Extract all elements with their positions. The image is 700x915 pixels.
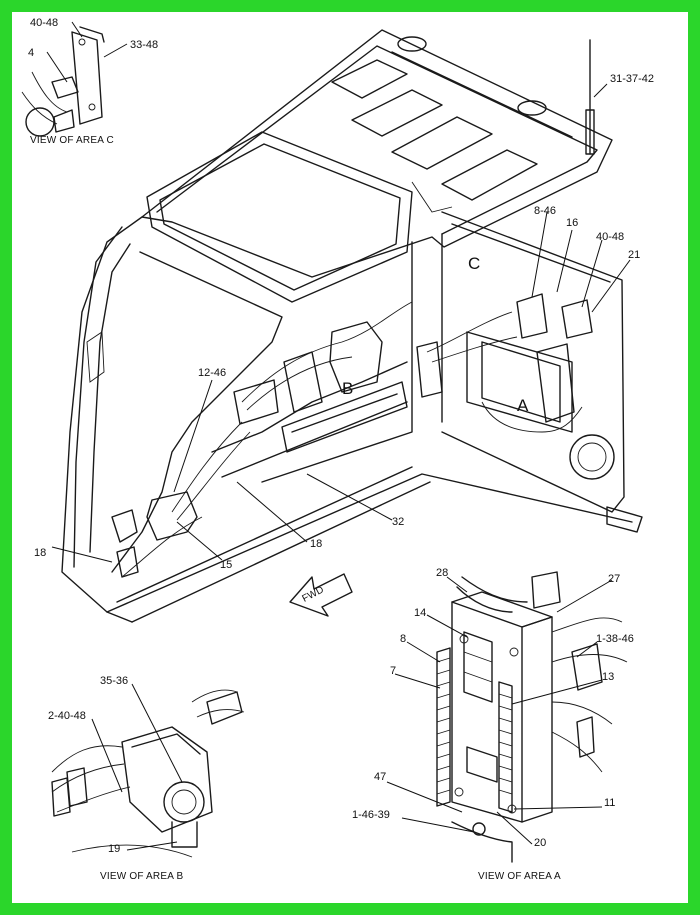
callout-8: 8 [400,633,407,645]
inset-area-b [51,689,245,858]
leader-lines [46,21,631,851]
caption-view-of-area-a: VIEW OF AREA A [478,871,561,882]
callout-2-40-48: 2-40-48 [48,710,86,722]
callout-40-48-top: 40-48 [30,17,59,29]
callout-8-46: 8-46 [534,205,557,217]
callout-31-37-42: 31-37-42 [610,73,655,85]
cab-wiring-illustration [21,21,643,863]
callout-32: 32 [392,516,405,528]
caption-view-of-area-b: VIEW OF AREA B [100,871,184,882]
inset-area-c [21,26,105,137]
callout-20: 20 [534,837,547,849]
callout-4: 4 [28,47,35,59]
area-a-electrical-box [416,293,593,433]
cab-rear-wall [106,211,643,623]
callout-40-48-right: 40-48 [596,231,625,243]
fwd-arrow [289,573,353,617]
area-letter-a: A [517,396,529,415]
callout-35-36: 35-36 [100,675,129,687]
callout-12-46: 12-46 [198,367,227,379]
inset-area-a [436,571,628,863]
callout-1-46-39: 1-46-39 [352,809,390,821]
area-letter-b: B [342,379,354,398]
callout-19: 19 [108,843,121,855]
area-letter-c: C [468,254,481,273]
callout-27: 27 [608,573,621,585]
callout-15: 15 [220,559,233,571]
callout-14: 14 [414,607,427,619]
callout-28: 28 [436,567,449,579]
callout-33-48: 33-48 [130,39,159,51]
callout-47: 47 [374,771,387,783]
callout-1-38-46: 1-38-46 [596,633,634,645]
callout-21: 21 [628,249,641,261]
callout-11: 11 [604,797,616,809]
callout-16: 16 [566,217,579,229]
callout-18-left: 18 [34,547,47,559]
cab-roof [141,29,613,278]
callout-7: 7 [390,665,397,677]
caption-view-of-area-c: VIEW OF AREA C [30,135,114,146]
callout-13: 13 [602,671,615,683]
callout-18-mid: 18 [310,538,323,550]
left-side-console [111,301,413,578]
front-window-frame [61,131,413,623]
